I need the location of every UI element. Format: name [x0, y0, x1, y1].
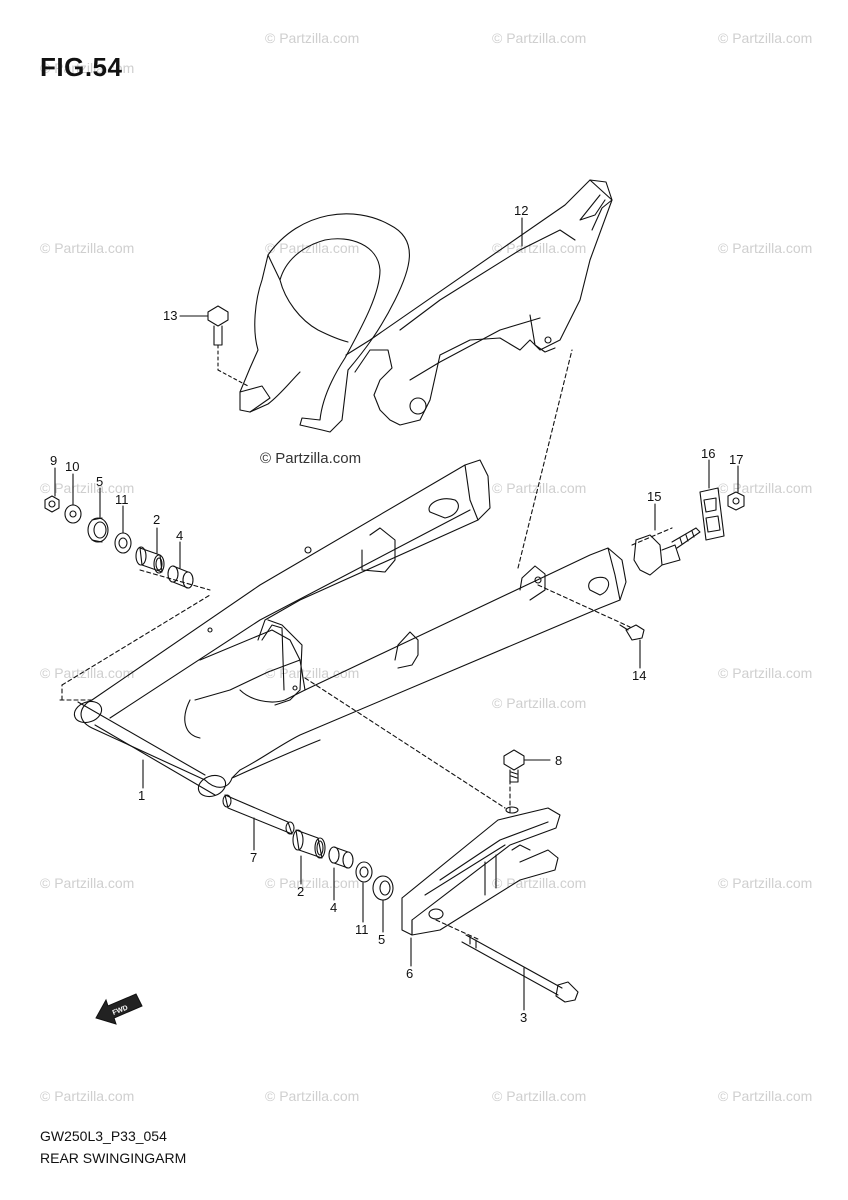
watermark: © Partzilla.com: [40, 665, 135, 681]
callout-2-lower: 2: [297, 884, 304, 899]
watermark: © Partzilla.com: [492, 480, 587, 496]
watermark: © Partzilla.com: [40, 240, 135, 256]
callout-17: 17: [729, 452, 743, 467]
watermark: © Partzilla.com: [40, 1088, 135, 1104]
watermark: © Partzilla.com: [718, 30, 813, 46]
diagram-code: GW250L3_P33_054: [40, 1128, 167, 1144]
bolt-part-8: [503, 749, 525, 814]
callout-3: 3: [520, 1010, 527, 1025]
callout-16: 16: [701, 446, 715, 461]
spacer-part-4-lower: [328, 846, 354, 869]
watermark: © Partzilla.com: [718, 875, 813, 891]
callout-7: 7: [250, 850, 257, 865]
watermark: © Partzilla.com: [265, 240, 360, 256]
bearing-part-2: [135, 546, 165, 574]
callout-5-upper: 5: [96, 474, 103, 489]
plate-part-16: [699, 487, 725, 541]
callout-5-lower: 5: [378, 932, 385, 947]
bolt-part-3: [461, 934, 579, 1003]
spacer-part-4: [167, 565, 194, 589]
figure-title: FIG.54: [40, 52, 123, 82]
swingarm-part-1: [73, 459, 627, 798]
callout-8: 8: [555, 753, 562, 768]
callout-14: 14: [632, 668, 646, 683]
washer-part-11: [114, 532, 132, 554]
assembly-guide-lines: [59, 349, 673, 941]
watermark: © Partzilla.com: [40, 480, 135, 496]
watermark: © Partzilla.com: [265, 665, 360, 681]
watermark: © Partzilla.com: [718, 480, 813, 496]
callout-11-upper: 11: [115, 492, 129, 507]
pivot-shaft-part-7: [222, 794, 295, 835]
watermark: © Partzilla.com: [718, 665, 813, 681]
callout-4-upper: 4: [176, 528, 183, 543]
callout-leaders: [54, 217, 739, 1011]
callout-15: 15: [647, 489, 661, 504]
bolt-part-13: [207, 305, 249, 387]
callout-labels: 1 2 2 3 4 4 5 5 6 7 8 9 10 11 11 12 13 1…: [50, 203, 743, 1025]
callout-2-upper: 2: [153, 512, 160, 527]
callout-11-lower: 11: [355, 922, 369, 937]
adjuster-part-15: [633, 527, 701, 576]
watermark: © Partzilla.com: [492, 875, 587, 891]
watermark: © Partzilla.com: [492, 695, 587, 711]
watermark: © Partzilla.com: [718, 1088, 813, 1104]
seal-part-5: [87, 517, 109, 543]
callout-9: 9: [50, 453, 57, 468]
callout-6: 6: [406, 966, 413, 981]
chain-buffer-part-6: [401, 807, 561, 936]
nut-part-9: [44, 495, 60, 513]
callout-4-lower: 4: [330, 900, 337, 915]
callout-1: 1: [138, 788, 145, 803]
callout-13: 13: [163, 308, 177, 323]
watermark: © Partzilla.com: [265, 30, 360, 46]
center-watermark: © Partzilla.com: [260, 450, 362, 467]
watermark: © Partzilla.com: [265, 875, 360, 891]
watermark: © Partzilla.com: [265, 1088, 360, 1104]
chain-case-part-12: [239, 179, 613, 433]
callout-10: 10: [65, 459, 79, 474]
bearing-part-2-lower: [292, 829, 326, 859]
fwd-arrow-icon: FWD: [95, 993, 143, 1025]
diagram-name: REAR SWINGINGARM: [40, 1150, 187, 1166]
nut-part-17: [727, 491, 745, 511]
watermark: © Partzilla.com: [718, 240, 813, 256]
watermark: © Partzilla.com: [492, 240, 587, 256]
washer-part-10: [64, 504, 82, 524]
screw-part-14: [619, 624, 645, 641]
callout-12: 12: [514, 203, 528, 218]
seal-part-5-lower: [372, 875, 394, 901]
watermark: © Partzilla.com: [40, 60, 135, 76]
watermark: © Partzilla.com: [492, 1088, 587, 1104]
washer-part-11-lower: [355, 861, 373, 883]
watermark: © Partzilla.com: [40, 875, 135, 891]
watermark: © Partzilla.com: [492, 30, 587, 46]
